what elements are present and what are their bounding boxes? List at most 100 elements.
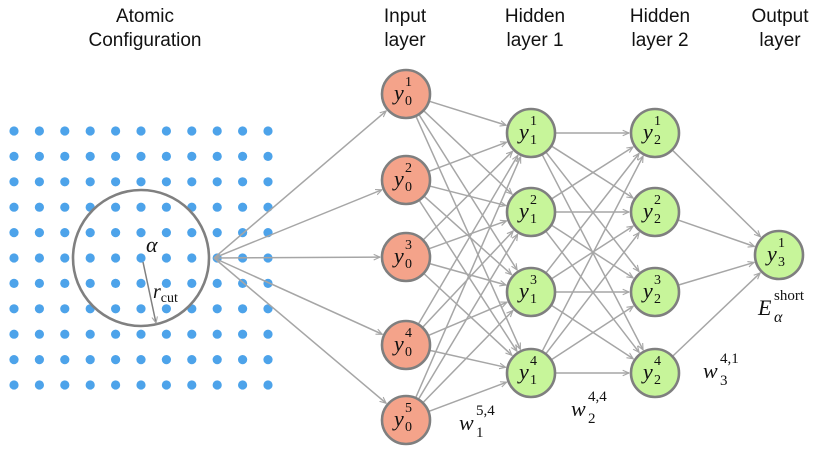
atom-dot (111, 329, 121, 339)
atom-dot (136, 151, 146, 161)
atom-dot (111, 380, 121, 390)
weight-edge (415, 116, 522, 349)
weight-edge (429, 100, 506, 125)
input-header-line2: layer (384, 30, 426, 51)
descriptor-edge (213, 257, 386, 403)
atom-dot (9, 177, 19, 187)
node-label: y31 (765, 236, 785, 270)
atom-dot (161, 228, 171, 238)
atom-dot (34, 278, 45, 288)
node-label: y23 (641, 273, 661, 307)
atom-dot (136, 202, 146, 212)
atom-dot (161, 304, 171, 314)
input-node-1: y01 (380, 68, 432, 120)
output-node-1: y31 (753, 229, 805, 281)
atom-dot (60, 177, 70, 187)
rcut-label: rcut (153, 281, 178, 306)
atom-dot (187, 177, 197, 187)
atom-dot (60, 278, 70, 288)
atom-dot (9, 304, 19, 314)
atom-dot (136, 329, 146, 339)
atom-dot (212, 228, 222, 238)
atom-dot (263, 355, 273, 365)
atom-dot (85, 329, 95, 339)
atom-dot (111, 304, 121, 314)
atom-dot (263, 380, 273, 390)
atom-dot (136, 177, 146, 187)
atom-dot (60, 329, 70, 339)
input-node-2: y02 (380, 154, 432, 206)
node-label: y03 (392, 238, 412, 272)
weight-edge (429, 382, 506, 412)
atom-dot (85, 253, 95, 263)
atom-dot (187, 278, 197, 288)
atom-dot (212, 304, 222, 314)
weight-edge (423, 110, 512, 194)
atom-dot (187, 380, 197, 390)
input-node-5: y05 (380, 394, 432, 446)
atom-dot (34, 177, 45, 187)
atomic-configuration-header: Atomic Configuration (60, 5, 230, 53)
weight-edge (418, 155, 518, 324)
atom-dot (212, 177, 222, 187)
atom-dot (9, 355, 19, 365)
atom-dot (9, 380, 19, 390)
weight-edge (422, 311, 512, 403)
atom-dot (238, 151, 248, 161)
atom-dot (212, 380, 222, 390)
atom-dot (263, 151, 273, 161)
hidden2-node-4: y24 (629, 347, 681, 399)
output-header-line1: Output (751, 6, 809, 27)
output-layer-header: Output layer (735, 5, 825, 53)
atom-dot (136, 126, 146, 136)
node-label: y11 (517, 114, 537, 148)
weight-edge (423, 273, 512, 355)
node-label: y12 (517, 193, 537, 227)
atom-dot (136, 380, 146, 390)
atom-dot (9, 228, 19, 238)
weight-edge (551, 306, 633, 360)
weight-edge (424, 196, 512, 275)
atom-dot (85, 380, 95, 390)
weight-edge (428, 301, 507, 336)
node-label: y22 (641, 193, 661, 227)
atom-dot (111, 202, 121, 212)
atom-dot (263, 329, 273, 339)
weight-edge (429, 221, 507, 250)
node-label: y13 (517, 273, 537, 307)
hidden2-header-line2: layer 2 (631, 30, 689, 51)
weight-edge (541, 156, 644, 352)
atom-dot (212, 278, 222, 288)
atom-dot (187, 228, 197, 238)
atom-dot (136, 228, 146, 238)
atom-dot (161, 380, 171, 390)
atom-dot (136, 355, 146, 365)
atom-dot (238, 177, 248, 187)
descriptor-edge (213, 257, 382, 335)
atom-dot (111, 126, 121, 136)
atom-dot (212, 355, 222, 365)
weight-edge (545, 154, 639, 273)
atom-dot (136, 253, 146, 263)
atom-dot (136, 278, 146, 288)
atom-dot (161, 253, 171, 263)
cutoff-circle (71, 188, 211, 328)
atom-dot (238, 329, 248, 339)
atom-dot (85, 151, 95, 161)
network-nodes: y01y02y03y04y05y11y12y13y14y21y22y23y24y… (380, 68, 805, 446)
atom-dot (111, 177, 121, 187)
atom-dot (60, 202, 70, 212)
atom-dot (212, 329, 222, 339)
weight-edge (678, 219, 755, 246)
atom-dot (9, 253, 19, 263)
atom-dot (9, 329, 19, 339)
atom-dot (34, 202, 45, 212)
atom-dot (85, 126, 95, 136)
atom-dot (60, 253, 70, 263)
hidden-layer-2-header: Hidden layer 2 (605, 5, 715, 53)
atom-dot (263, 304, 273, 314)
